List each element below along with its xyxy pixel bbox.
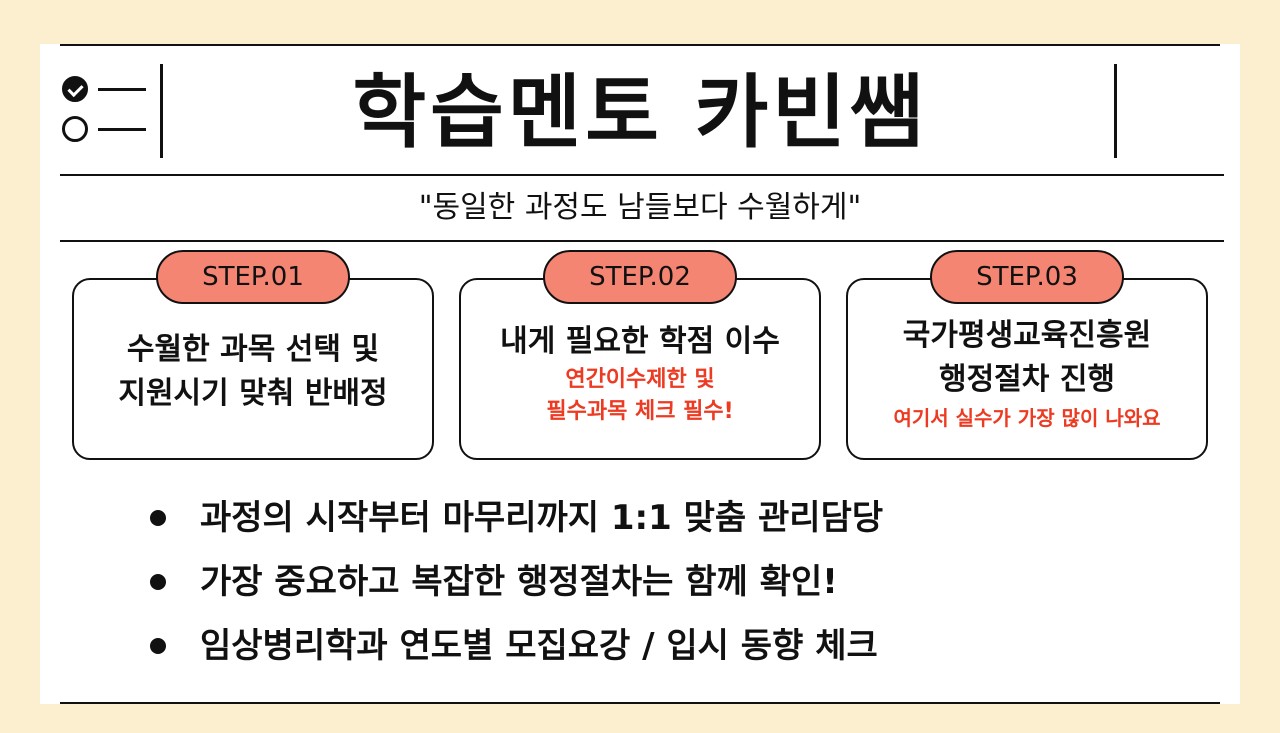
bullet-item: 과정의 시작부터 마무리까지 1:1 맞춤 관리담당 <box>150 488 1150 548</box>
step-2-note-1: 연간이수제한 및 <box>565 367 715 392</box>
left-divider-bar <box>160 64 163 158</box>
step-card-3: 국가평생교육진흥원 행정절차 진행 여기서 실수가 가장 많이 나와요 <box>846 278 1208 460</box>
step-2-note-2: 필수과목 체크 필수! <box>546 399 734 424</box>
step-2-badge: STEP.02 <box>543 250 737 304</box>
step-2-line-1: 내게 필요한 학점 이수 <box>500 324 780 359</box>
step-card-2: 내게 필요한 학점 이수 연간이수제한 및 필수과목 체크 필수! <box>459 278 821 460</box>
step-3-line-2: 행정절차 진행 <box>938 362 1116 397</box>
unchecked-item-icon <box>62 116 152 144</box>
step-1-line-2: 지원시기 맞춰 반배정 <box>118 376 388 411</box>
step-3-line-1: 국가평생교육진흥원 <box>902 318 1152 353</box>
subtitle-divider-line <box>60 240 1224 242</box>
title-divider-line <box>60 174 1224 176</box>
page-title: 학습멘토 카빈쌤 <box>352 66 928 159</box>
bullet-text: 임상병리학과 연도별 모집요강 / 입시 동향 체크 <box>200 626 878 666</box>
step-3-note-1: 여기서 실수가 가장 많이 나와요 <box>893 406 1161 430</box>
step-card-1: 수월한 과목 선택 및 지원시기 맞춰 반배정 <box>72 278 434 460</box>
top-border-line <box>60 44 1220 46</box>
bullet-text: 가장 중요하고 복잡한 행정절차는 함께 확인! <box>200 562 838 602</box>
right-divider-bar <box>1114 64 1117 158</box>
bullet-dot-icon <box>150 638 166 654</box>
subtitle: "동일한 과정도 남들보다 수월하게" <box>418 190 862 225</box>
dash-line <box>98 88 146 91</box>
empty-circle-icon <box>62 116 88 142</box>
bullet-item: 임상병리학과 연도별 모집요강 / 입시 동향 체크 <box>150 616 1150 676</box>
bottom-border-line <box>60 702 1220 704</box>
step-3-badge: STEP.03 <box>930 250 1124 304</box>
checked-item-icon <box>62 76 152 104</box>
bullet-text: 과정의 시작부터 마무리까지 1:1 맞춤 관리담당 <box>200 498 884 538</box>
bullet-item: 가장 중요하고 복잡한 행정절차는 함께 확인! <box>150 552 1150 612</box>
dash-line <box>98 128 146 131</box>
step-1-line-1: 수월한 과목 선택 및 <box>126 332 380 367</box>
step-1-badge: STEP.01 <box>156 250 350 304</box>
bullet-dot-icon <box>150 574 166 590</box>
check-circle-icon <box>62 76 88 102</box>
checklist-icon <box>62 76 152 142</box>
bullet-list: 과정의 시작부터 마무리까지 1:1 맞춤 관리담당 가장 중요하고 복잡한 행… <box>150 488 1150 680</box>
bullet-dot-icon <box>150 510 166 526</box>
